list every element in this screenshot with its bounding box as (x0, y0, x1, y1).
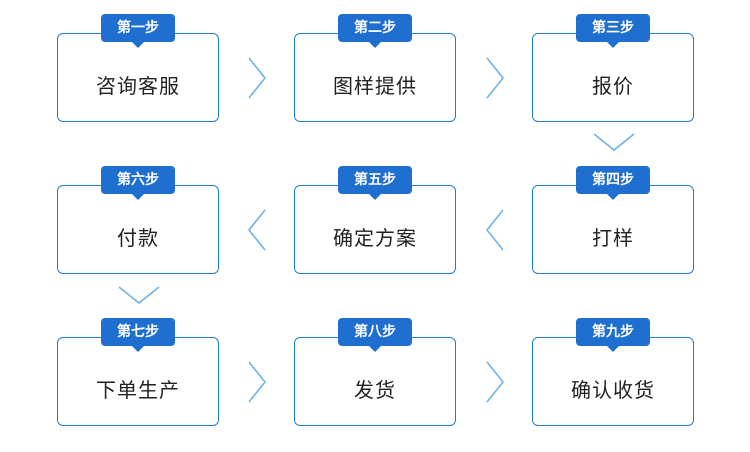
step-label: 下单生产 (96, 378, 180, 402)
step-card-9: 第九步 确认收货 (532, 318, 694, 426)
step-badge: 第九步 (576, 318, 650, 346)
step-badge: 第一步 (101, 14, 175, 42)
step-badge: 第五步 (338, 166, 412, 194)
chevron-right-icon (485, 56, 505, 100)
chevron-left-icon (485, 208, 505, 252)
chevron-right-icon (247, 56, 267, 100)
chevron-down-icon (592, 132, 636, 152)
step-card-1: 第一步 咨询客服 (57, 14, 219, 122)
step-badge: 第八步 (338, 318, 412, 346)
step-label: 打样 (592, 226, 634, 250)
step-label: 确认收货 (571, 378, 655, 402)
chevron-down-icon (117, 285, 161, 305)
step-badge: 第六步 (101, 166, 175, 194)
step-card-5: 第五步 确定方案 (294, 166, 456, 274)
step-label: 咨询客服 (96, 74, 180, 98)
step-label: 付款 (117, 226, 159, 250)
step-label: 图样提供 (333, 74, 417, 98)
step-card-6: 第六步 付款 (57, 166, 219, 274)
chevron-left-icon (247, 208, 267, 252)
step-card-4: 第四步 打样 (532, 166, 694, 274)
step-badge: 第四步 (576, 166, 650, 194)
step-label: 确定方案 (333, 226, 417, 250)
step-card-7: 第七步 下单生产 (57, 318, 219, 426)
step-card-2: 第二步 图样提供 (294, 14, 456, 122)
step-badge: 第二步 (338, 14, 412, 42)
step-badge: 第三步 (576, 14, 650, 42)
chevron-right-icon (485, 360, 505, 404)
step-label: 报价 (592, 74, 634, 98)
step-label: 发货 (354, 378, 396, 402)
step-badge: 第七步 (101, 318, 175, 346)
step-card-8: 第八步 发货 (294, 318, 456, 426)
step-card-3: 第三步 报价 (532, 14, 694, 122)
chevron-right-icon (247, 360, 267, 404)
